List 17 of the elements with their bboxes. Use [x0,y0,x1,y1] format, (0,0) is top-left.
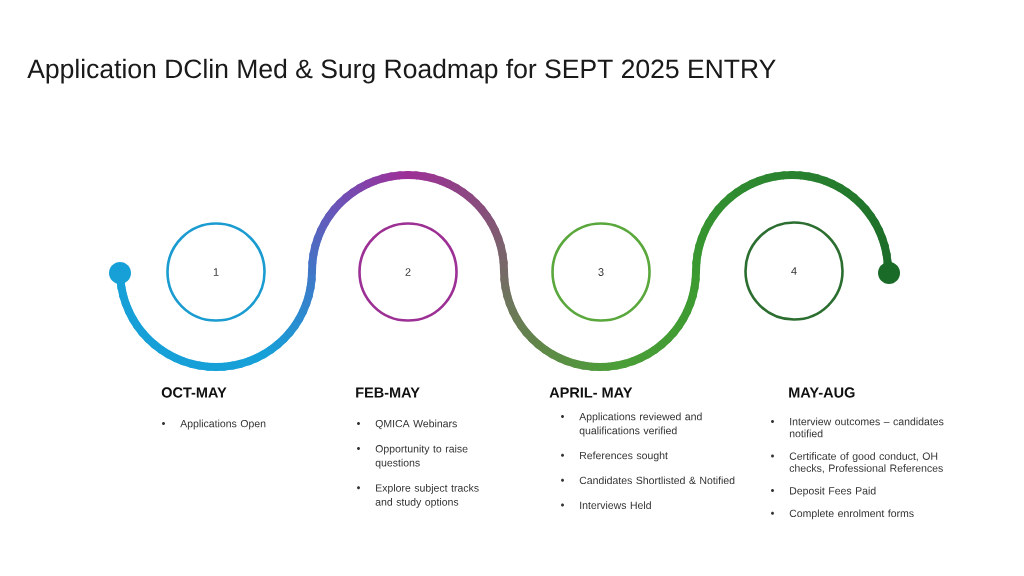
bullet-text: QMICA Webinars [375,419,457,430]
bullet-text: Explore subject tracks and study options [375,484,479,508]
bullet-text: Opportunity to raise questions [375,444,468,469]
bullet-text: Complete enrolment forms [789,509,914,520]
diagram-title: Application DClin Med & Surg Roadmap for SEPT 2025 ENTRY [27,58,776,84]
bullet-text: Applications reviewed and qualifications verified [579,412,702,437]
bullet-text: Interviews Held [580,501,651,509]
phase-heading: OCT-MAY [161,387,227,398]
phase-heading: APRIL- MAY [549,387,633,398]
bullet-text: Interview outcomes – candidates notified [789,417,944,438]
bullet-text: Deposit Fees Paid [790,486,876,497]
bullet-text: Applications Open [180,419,266,430]
bullet-text: Candidates Shortlisted & Notified [579,476,735,485]
phase-heading: FEB-MAY [356,387,420,398]
bullet-text: Certificate of good conduct, OH checks, Professional References [789,452,943,474]
phase-heading: MAY-AUG [789,387,855,398]
bullet-text: References sought [580,451,668,462]
